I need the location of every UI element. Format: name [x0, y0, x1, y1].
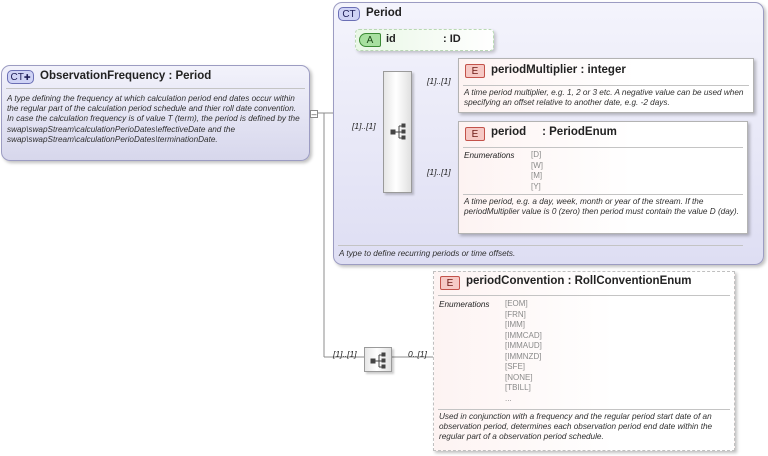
element-badge: E	[465, 127, 485, 141]
sequence-icon	[390, 123, 406, 140]
divider	[438, 295, 730, 296]
observation-frequency-type[interactable]: CT✚ ObservationFrequency : Period A type…	[1, 65, 310, 161]
enumeration-value: [Y]	[531, 181, 541, 191]
period-convention-title: periodConvention : RollConventionEnum	[466, 275, 692, 287]
id-attribute[interactable]: A id : ID	[355, 29, 494, 51]
complex-type-badge: CT	[338, 7, 360, 21]
period-multiplier-title: periodMultiplier : integer	[491, 64, 626, 76]
divider	[463, 85, 749, 86]
enumeration-value: [EOM]	[505, 299, 528, 308]
attribute-type: : ID	[443, 33, 461, 45]
period-convention-element[interactable]: E periodConvention : RollConventionEnum …	[433, 271, 735, 451]
enumerations-label: Enumerations	[464, 151, 515, 160]
period-element[interactable]: E period : PeriodEnum Enumerations [D] […	[458, 121, 748, 234]
period-convention-cardinality: 0..[1]	[408, 349, 427, 359]
period-title: period : PeriodEnum	[491, 126, 617, 138]
period-multiplier-cardinality: [1]..[1]	[427, 76, 451, 86]
period-doc: A time period, e.g. a day, week, month o…	[464, 197, 739, 217]
collapse-toggle[interactable]: –	[310, 109, 318, 119]
enumerations-label: Enumerations	[439, 300, 490, 309]
enumeration-value: [IMMNZD]	[505, 351, 542, 361]
enumeration-value: [M]	[531, 171, 543, 180]
sequence2-cardinality: [1]..[1]	[333, 349, 357, 359]
divider	[463, 147, 743, 148]
observation-frequency-doc: A type defining the frequency at which c…	[7, 94, 300, 144]
enumeration-value: [IMMCAD]	[505, 330, 542, 340]
complex-type-badge: CT✚	[7, 70, 34, 84]
enumeration-list: [EOM] [FRN] [IMM] [IMMCAD] [IMMAUD] [IMM…	[505, 299, 542, 404]
divider	[463, 194, 743, 195]
sequence-icon	[370, 352, 386, 369]
sequence-compositor-2[interactable]	[364, 347, 392, 372]
observation-frequency-title: ObservationFrequency : Period	[40, 70, 212, 82]
enumeration-value: [D]	[531, 150, 542, 159]
divider	[438, 409, 730, 410]
period-cardinality: [1]..[1]	[427, 167, 451, 177]
enumeration-value: [IMM]	[505, 320, 525, 329]
attribute-badge: A	[359, 33, 381, 47]
divider	[6, 88, 305, 89]
divider	[338, 245, 743, 246]
sequence-cardinality: [1]..[1]	[352, 121, 376, 131]
enumeration-value: [SFE]	[505, 362, 526, 371]
badge-label: CT	[10, 72, 24, 83]
period-multiplier-element[interactable]: E periodMultiplier : integer A time peri…	[458, 58, 754, 113]
element-badge: E	[465, 64, 485, 78]
period-type-doc: A type to define recurring periods or ti…	[339, 249, 516, 258]
enumeration-value: ...	[505, 393, 512, 403]
complex-type-icon: ✚	[23, 73, 31, 82]
enumeration-value: [IMMAUD]	[505, 341, 542, 350]
enumeration-value: [FRN]	[505, 309, 526, 319]
period-convention-doc: Used in conjunction with a frequency and…	[439, 412, 713, 442]
enumeration-value: [W]	[531, 160, 543, 170]
attribute-name: id	[386, 33, 396, 45]
period-type-title: Period	[366, 7, 402, 19]
period-multiplier-doc: A time period multiplier, e.g. 1, 2 or 3…	[464, 88, 744, 108]
element-badge: E	[440, 276, 460, 290]
enumeration-list: [D] [W] [M] [Y]	[531, 150, 543, 192]
sequence-compositor[interactable]	[383, 71, 412, 193]
enumeration-value: [NONE]	[505, 372, 533, 382]
enumeration-value: [TBILL]	[505, 383, 531, 392]
